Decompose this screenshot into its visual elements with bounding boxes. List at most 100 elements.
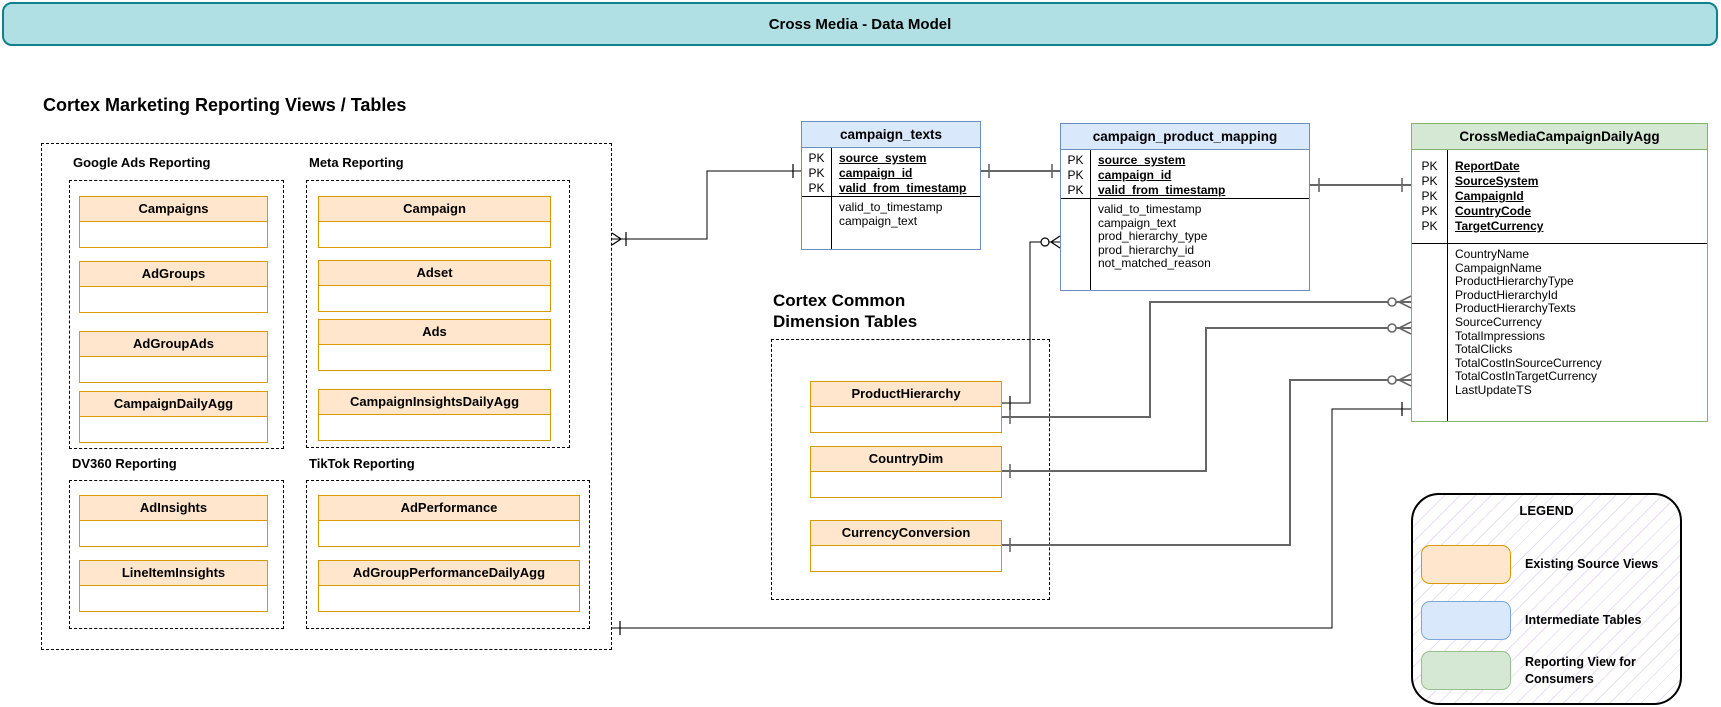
list-item: CountryCode [1455,204,1531,218]
entity-body [319,521,579,546]
list-item: TotalCostInSourceCurrency [1455,355,1602,370]
pk-gutter-empty [802,197,832,249]
entity-title: Adset [319,261,550,286]
entity-title: CampaignDailyAgg [80,392,267,417]
list-item: campaign_id [1098,168,1172,182]
list-item: ProductHierarchyType [1455,274,1574,289]
list-item: CountryName [1455,247,1530,261]
group-label-dv360: DV360 Reporting [72,456,177,471]
entity-lineiteminsights[interactable]: LineItemInsights [79,560,268,612]
list-item: SourceSystem [1455,174,1539,188]
list-item: ReportDate [1455,159,1520,173]
entity-title: CountryDim [811,447,1001,472]
entity-body [319,586,579,611]
entity-body [319,222,550,247]
legend-label: Reporting View for Consumers [1525,655,1636,686]
entity-body [319,286,550,311]
entity-campaigninsightsdailyagg[interactable]: CampaignInsightsDailyAgg [318,389,551,441]
entity-currencyconversion[interactable]: CurrencyConversion [810,520,1002,572]
entity-title: Campaign [319,197,550,222]
entity-adperformance[interactable]: AdPerformance [318,495,580,547]
entity-campaigns[interactable]: Campaigns [79,196,268,248]
entity-body [811,546,1001,571]
entity-title: AdGroups [80,262,267,287]
legend-label: Intermediate Tables [1525,613,1642,628]
entity-ads[interactable]: Ads [318,319,551,371]
entity-adinsights[interactable]: AdInsights [79,495,268,547]
list-item: TotalImpressions [1455,328,1546,343]
dimension-title-line1: Cortex Common [773,291,906,310]
list-item: PK [1067,153,1084,167]
list-item: valid_from_timestamp [1098,183,1226,197]
list-item: PK [1421,174,1438,188]
list-item: ProductHierarchyId [1455,287,1558,302]
legend-swatch-existing-source-views [1421,545,1511,584]
list-item: PK [1067,183,1084,197]
legend-label: Existing Source Views [1525,557,1659,572]
entity-title: AdGroupAds [80,332,267,357]
entity-body [80,357,267,382]
edge-campaign-texts-to-mapping[interactable] [981,164,1060,178]
entity-title: ProductHierarchy [811,382,1001,407]
legend-swatch-reporting-view [1421,651,1511,690]
entity-producthierarchy[interactable]: ProductHierarchy [810,381,1002,433]
list-item: TotalClicks [1455,342,1513,357]
list-item: PK [1421,189,1438,203]
edge-mapping-to-agg[interactable] [1310,178,1411,192]
entity-adgroupads[interactable]: AdGroupAds [79,331,268,383]
group-box-dv360 [69,480,284,629]
entity-title: AdPerformance [319,496,579,521]
group-label-google-ads: Google Ads Reporting [73,155,211,170]
legend-item-reporting-view: Reporting View for Consumers [1421,651,1671,690]
list-item: not_matched_reason [1098,256,1211,271]
list-item: PK [1067,168,1084,182]
edge-currencyconversion-to-agg[interactable] [1002,373,1412,552]
edge-countrydim-to-agg[interactable] [1002,321,1412,478]
entity-campaign[interactable]: Campaign [318,196,551,248]
list-item: campaign_text [1098,215,1177,230]
marketing-section-container [41,143,612,650]
edge-producthierarchy-to-agg[interactable] [1002,295,1412,424]
entity-body [319,415,550,440]
entity-body [80,287,267,312]
entity-campaigndailyagg[interactable]: CampaignDailyAgg [79,391,268,443]
entity-title: AdGroupPerformanceDailyAgg [319,561,579,586]
list-item: PK [1421,219,1438,233]
entity-countrydim[interactable]: CountryDim [810,446,1002,498]
marketing-section-title: Cortex Marketing Reporting Views / Table… [43,95,407,115]
entity-title: LineItemInsights [80,561,267,586]
entity-adset[interactable]: Adset [318,260,551,312]
list-item: SourceCurrency [1455,314,1542,329]
edge-sources-to-campaign-texts[interactable] [611,164,801,246]
entity-body [80,417,267,442]
entity-title: CampaignInsightsDailyAgg [319,390,550,415]
list-item: valid_to_timestamp [1098,202,1202,216]
group-label-meta: Meta Reporting [309,155,404,170]
entity-adgroupperformancedailyagg[interactable]: AdGroupPerformanceDailyAgg [318,560,580,612]
list-item: source_system [839,151,927,165]
legend-box: LEGEND Existing Source Views Intermediat… [1411,493,1682,705]
legend-swatch-intermediate-tables [1421,601,1511,640]
entity-body [811,407,1001,432]
list-item: prod_hierarchy_id [1098,242,1195,257]
list-item: PK [808,166,825,180]
list-item: source_system [1098,153,1186,167]
entity-adgroups[interactable]: AdGroups [79,261,268,313]
pk-gutter-empty [1412,244,1448,421]
entity-title: Campaigns [80,197,267,222]
group-box-google-ads [69,180,284,449]
list-item: campaign_id [839,166,913,180]
entity-body [80,222,267,247]
entity-body [319,345,550,370]
entity-title: AdInsights [80,496,267,521]
